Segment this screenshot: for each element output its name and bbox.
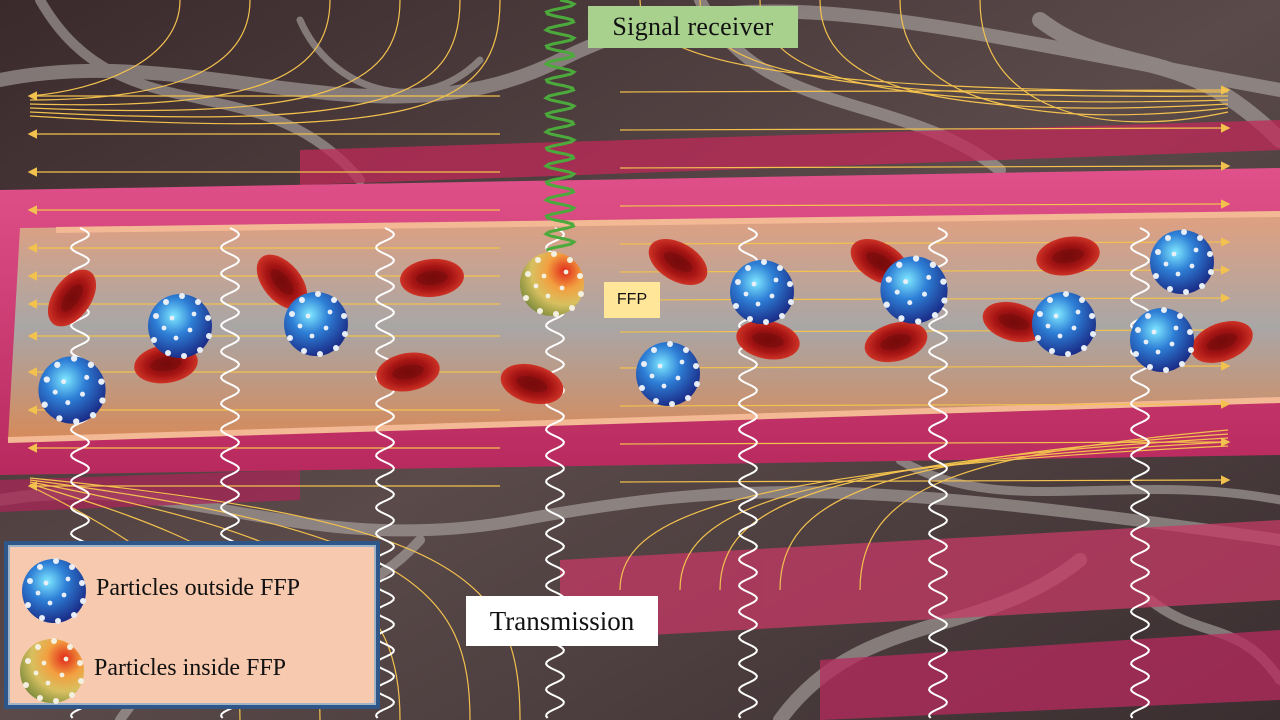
field-line	[29, 0, 251, 101]
transmission-wave	[1130, 227, 1150, 719]
field-line	[859, 429, 1229, 591]
field-line	[29, 0, 331, 106]
ffp-label: FFP	[604, 282, 660, 318]
legend-particle-inside-icon	[20, 638, 84, 704]
field-line	[619, 399, 1231, 409]
signal-receiver-label: Signal receiver	[588, 6, 798, 48]
field-line	[979, 0, 1229, 123]
field-line	[719, 437, 1229, 591]
field-line	[29, 0, 401, 112]
transmission-wave	[928, 227, 948, 719]
field-line	[29, 0, 461, 118]
field-line	[619, 85, 1231, 95]
legend: Particles outside FFP Particles inside F…	[4, 541, 380, 709]
field-line	[619, 237, 1231, 247]
legend-outside-label: Particles outside FFP	[96, 575, 301, 601]
field-line	[619, 361, 1231, 371]
field-line	[619, 199, 1231, 209]
field-line	[619, 161, 1231, 171]
transmission-label: Transmission	[466, 596, 658, 646]
legend-inside-label: Particles inside FFP	[94, 655, 287, 681]
field-line	[819, 0, 1229, 109]
field-line	[619, 445, 1229, 591]
legend-particle-outside-icon	[22, 558, 86, 624]
field-line	[619, 475, 1231, 485]
field-line	[679, 441, 1229, 591]
field-line	[29, 477, 521, 720]
field-line	[899, 0, 1229, 116]
field-line	[619, 123, 1231, 133]
field-line	[29, 0, 181, 97]
receiver-signal-wave	[543, 0, 577, 252]
field-line	[29, 0, 501, 125]
